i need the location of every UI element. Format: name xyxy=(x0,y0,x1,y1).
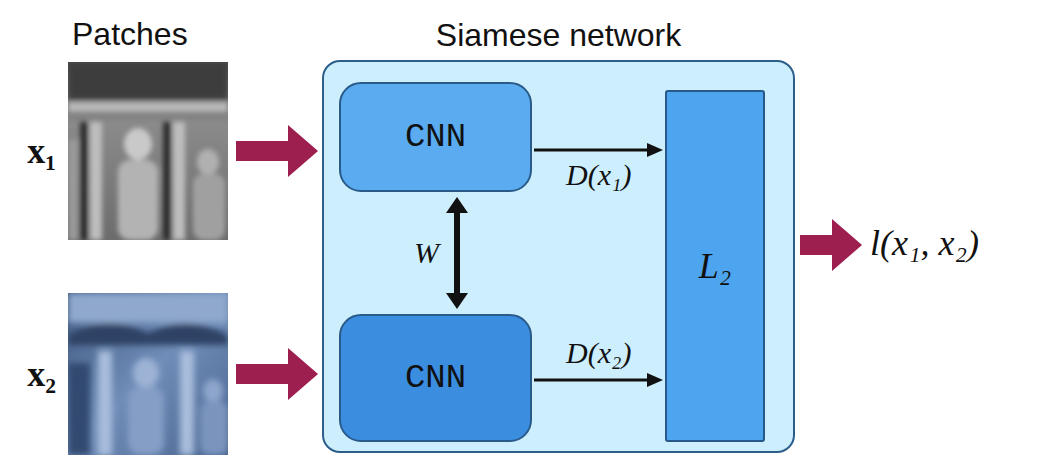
node-text: CNN xyxy=(405,118,466,156)
node-text: Siamese network xyxy=(324,17,793,54)
image-patch: x₂ xyxy=(68,293,228,455)
patch-image xyxy=(68,62,228,240)
image-patch: x₁ xyxy=(68,62,228,240)
output-label: l(x₁, x₂) xyxy=(870,222,979,264)
column-heading: Patches xyxy=(72,16,188,53)
connector-line xyxy=(534,149,648,152)
edge-label: D(x₂) xyxy=(566,336,631,370)
distance-block: L₂ xyxy=(665,90,765,442)
connector xyxy=(446,197,468,309)
connector-line xyxy=(236,141,289,161)
patch-image xyxy=(68,293,228,455)
edge-label: W xyxy=(414,236,439,270)
connector-line xyxy=(454,212,460,294)
output-arrow xyxy=(800,215,872,275)
arrow-head xyxy=(288,348,318,400)
connector xyxy=(236,125,318,177)
connector xyxy=(236,348,318,400)
connector-line xyxy=(236,364,289,384)
arrow-head xyxy=(647,143,663,157)
connector xyxy=(534,373,663,387)
node-text: x₂ xyxy=(27,353,56,395)
edge-label: D(x₁) xyxy=(566,158,631,192)
node-text: CNN xyxy=(405,359,466,397)
arrow-head xyxy=(446,293,468,309)
connector xyxy=(534,143,663,157)
node-text: x₁ xyxy=(27,130,56,172)
arrow-head xyxy=(446,197,468,213)
cnn-block: CNN xyxy=(339,82,532,192)
arrow-head xyxy=(647,373,663,387)
cnn-block: CNN xyxy=(339,314,532,442)
arrow-head xyxy=(288,125,318,177)
node-text: L₂ xyxy=(699,245,732,287)
connector-line xyxy=(534,379,648,382)
network-container: Siamese networkCNNCNNL₂ xyxy=(322,60,795,453)
